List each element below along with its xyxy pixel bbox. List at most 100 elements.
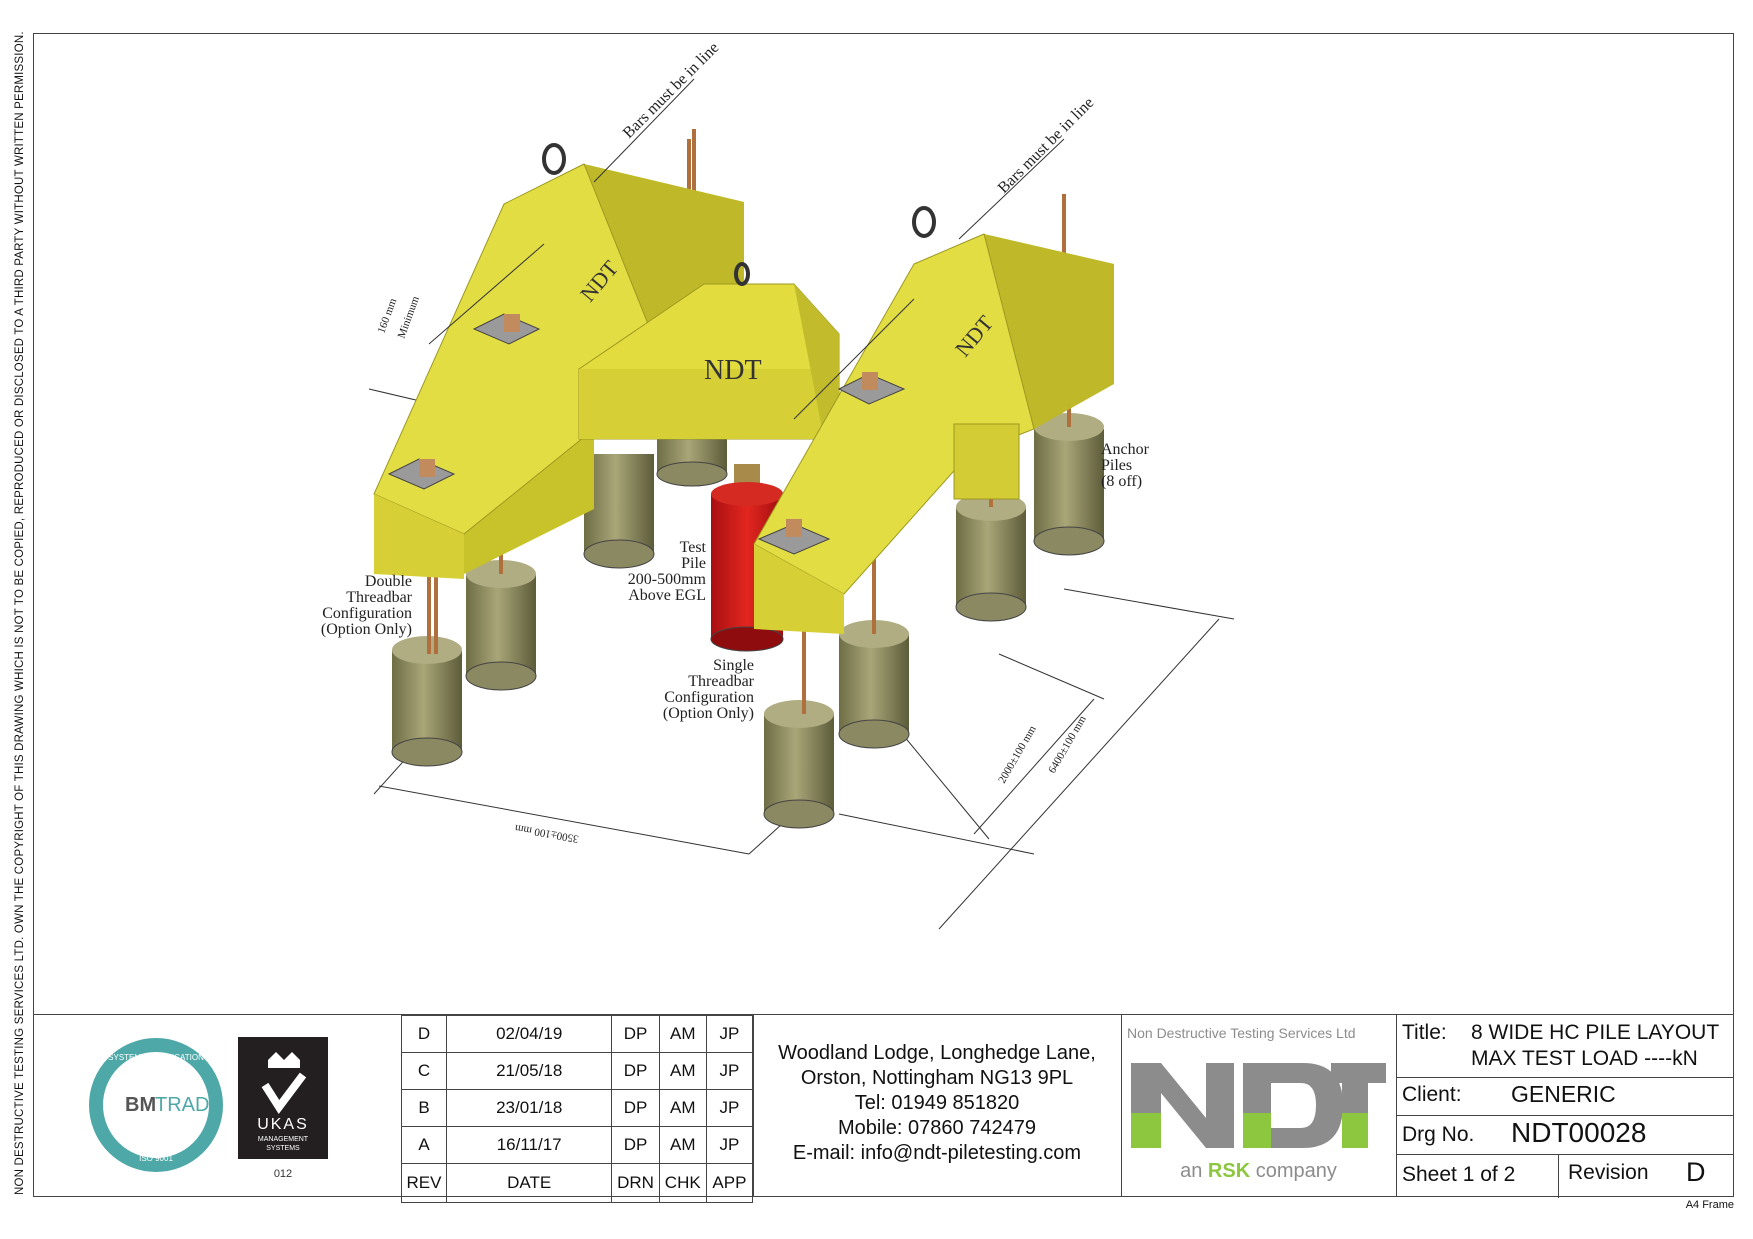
label-line: Threadbar: [688, 673, 754, 690]
label-line: Anchor: [1101, 441, 1150, 458]
address-line: Orston, Nottingham NG13 9PL: [800, 1067, 1074, 1089]
tag-pre: an: [1180, 1160, 1203, 1182]
frame-size-note: A4 Frame: [1685, 1199, 1734, 1211]
left-reaction-beam: [373, 163, 744, 579]
date-cell: 21/05/18: [445, 1052, 613, 1090]
anchor-pile: [838, 620, 910, 749]
ukas-sub1: MANAGEMENT: [258, 1136, 309, 1143]
chk-header: CHK: [658, 1163, 707, 1203]
ukas-sub2: SYSTEMS: [266, 1145, 300, 1152]
anchor-piles-label: Anchor Piles (8 off): [1101, 441, 1150, 490]
app-cell: JP: [705, 1089, 754, 1127]
app-cell: JP: [705, 1126, 754, 1164]
bars-in-line-left: Bars must be in line: [620, 39, 723, 142]
certifications: SYSTEM CERTIFICATION BM TRADA ISO 9001 U…: [33, 1015, 401, 1198]
anchor-piles: [391, 413, 1105, 829]
double-threadbar-label: Double Threadbar Configuration (Option O…: [321, 573, 413, 638]
rev-cell: D: [401, 1015, 447, 1053]
app-header: APP: [705, 1163, 754, 1203]
table-row: C 21/05/18 DP AM JP: [401, 1052, 754, 1090]
date-cell: 02/04/19: [445, 1015, 613, 1053]
client-label: Client:: [1402, 1083, 1462, 1106]
tag-post: company: [1255, 1160, 1337, 1182]
drawing-frame: [33, 33, 1734, 1197]
copyright-notice: NON DESTRUCTIVE TESTING SERVICES LTD. OW…: [14, 31, 26, 1195]
drawing-title-line1: 8 WIDE HC PILE LAYOUT: [1471, 1021, 1720, 1044]
ukas-text: UKAS: [257, 1116, 309, 1133]
mobile: Mobile: 07860 742479: [838, 1117, 1036, 1139]
date-cell: 16/11/17: [445, 1126, 613, 1164]
drn-cell: DP: [611, 1052, 660, 1090]
revision-table: D 02/04/19 DP AM JP C 21/05/18 DP AM JP …: [401, 1015, 754, 1203]
leader-lines: [428, 78, 1065, 420]
drawing-number: NDT00028: [1511, 1117, 1647, 1148]
rev-cell: C: [401, 1052, 447, 1090]
label-line: Single: [713, 657, 754, 674]
label-line: Configuration: [322, 605, 412, 622]
label-line: Piles: [1101, 457, 1132, 474]
drn-header: DRN: [611, 1163, 660, 1203]
client-value: GENERIC: [1511, 1081, 1616, 1107]
right-reaction-beam: [753, 233, 1114, 634]
drawing-title-line2: MAX TEST LOAD ----kN: [1471, 1047, 1698, 1070]
label-line: 200-500mm: [628, 571, 707, 588]
table-row: D 02/04/19 DP AM JP: [401, 1015, 754, 1053]
lifting-shackles: [542, 143, 936, 286]
ukas-number: 012: [274, 1168, 292, 1180]
dim-3500: 3500±100 mm: [514, 822, 580, 845]
revision-value: D: [1686, 1157, 1706, 1187]
chk-cell: AM: [658, 1126, 707, 1164]
logo-tagline: an RSK company: [1121, 1160, 1396, 1183]
rev-cell: A: [401, 1126, 447, 1164]
tick-icon: [261, 1072, 307, 1115]
company-address: Woodland Lodge, Longhedge Lane, Orston, …: [753, 1015, 1121, 1198]
bm-name: BM: [125, 1094, 156, 1116]
crown-icon: [268, 1052, 300, 1068]
telephone: Tel: 01949 851820: [854, 1092, 1020, 1114]
address-line: Woodland Lodge, Longhedge Lane,: [778, 1042, 1096, 1064]
bm-ring-text: SYSTEM CERTIFICATION: [108, 1053, 204, 1062]
ndt-mark-icon: [1131, 1063, 1386, 1148]
app-cell: JP: [705, 1052, 754, 1090]
app-cell: JP: [705, 1015, 754, 1053]
chk-cell: AM: [658, 1052, 707, 1090]
logo-company: Non Destructive Testing Services Ltd: [1127, 1025, 1356, 1041]
table-row: B 23/01/18 DP AM JP: [401, 1089, 754, 1127]
pile-layout-drawing: 3500±100 mm 2000±100 mm 6400±100 mm: [321, 39, 1235, 930]
rev-header: REV: [401, 1163, 447, 1203]
min-spacing-note: Minimum: [396, 294, 422, 340]
title-block: SYSTEM CERTIFICATION BM TRADA ISO 9001 U…: [33, 1014, 1734, 1203]
test-pile-label: Test Pile 200-500mm Above EGL: [628, 539, 707, 604]
label-line: Test: [680, 539, 707, 556]
drawing-info: Title: 8 WIDE HC PILE LAYOUT MAX TEST LO…: [1396, 1015, 1734, 1198]
single-threadbar-label: Single Threadbar Configuration (Option O…: [663, 657, 755, 722]
chk-cell: AM: [658, 1015, 707, 1053]
central-reaction-beam: NDT: [578, 283, 840, 440]
label-line: Above EGL: [628, 587, 706, 604]
table-row: A 16/11/17 DP AM JP: [401, 1126, 754, 1164]
bm-iso: ISO 9001: [139, 1154, 173, 1163]
drn-cell: DP: [611, 1089, 660, 1127]
revision-label: Revision: [1568, 1161, 1649, 1184]
anchor-pile: [391, 636, 463, 767]
rev-cell: B: [401, 1089, 447, 1127]
beam-mark-centre: NDT: [704, 355, 762, 386]
label-line: Configuration: [664, 689, 754, 706]
label-line: Threadbar: [346, 589, 412, 606]
bars-in-line-right: Bars must be in line: [995, 94, 1098, 197]
anchor-pile: [656, 434, 728, 487]
label-line: Pile: [681, 555, 706, 572]
anchor-pile: [465, 560, 537, 691]
label-line: Double: [365, 573, 412, 590]
ndt-logo: Non Destructive Testing Services Ltd an …: [1121, 1015, 1396, 1198]
table-header-row: REV DATE DRN CHK APP: [401, 1163, 754, 1203]
email: E-mail: info@ndt-piletesting.com: [792, 1142, 1082, 1164]
drn-cell: DP: [611, 1126, 660, 1164]
min-spacing: 160 mm: [376, 296, 400, 335]
label-line: (Option Only): [663, 705, 754, 722]
sheet-number: Sheet 1 of 2: [1402, 1163, 1516, 1186]
label-line: (8 off): [1101, 473, 1142, 490]
title-label: Title:: [1402, 1021, 1447, 1044]
date-header: DATE: [445, 1163, 613, 1203]
date-cell: 23/01/18: [445, 1089, 613, 1127]
